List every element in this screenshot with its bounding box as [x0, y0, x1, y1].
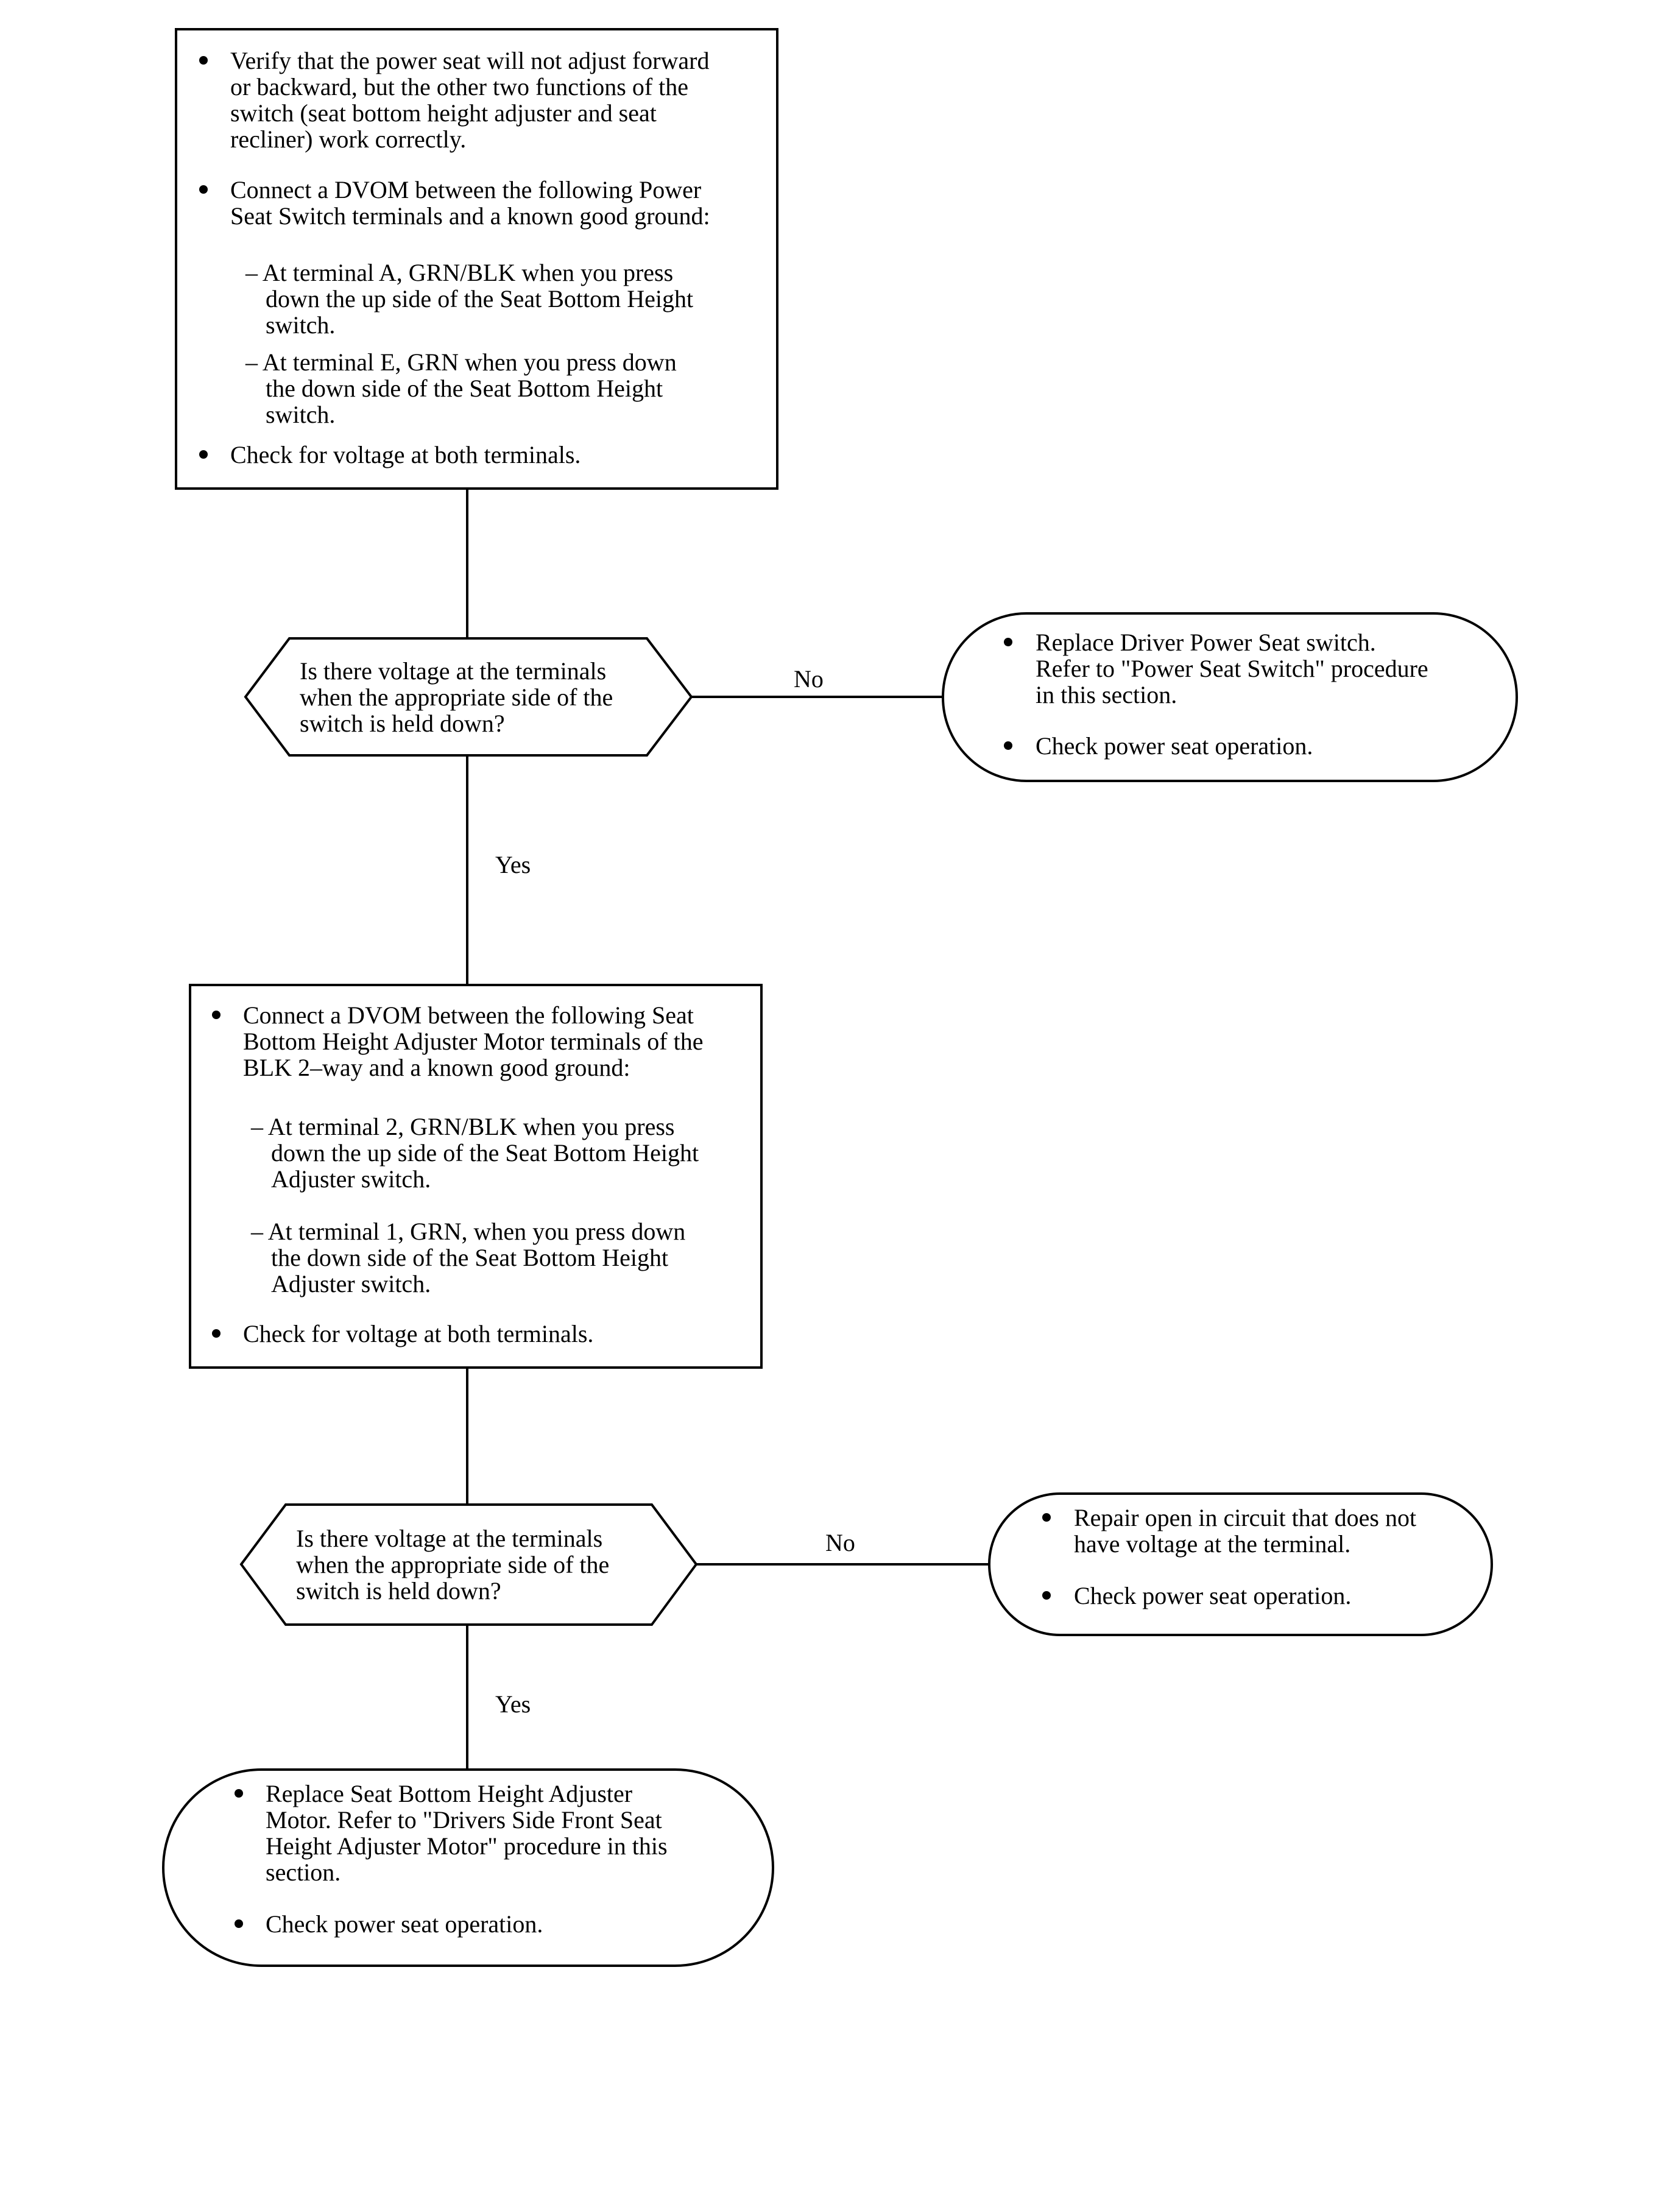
decision2-line3: switch is held down?: [296, 1577, 501, 1605]
decision1-hexagon: [244, 637, 693, 757]
connectors: [466, 489, 989, 1770]
step2-dash2-line1: – At terminal 1, GRN, when you press dow…: [250, 1218, 685, 1245]
step1-bullet2-line2: Seat Switch terminals and a known good g…: [230, 202, 710, 230]
result2-box: Repair open in circuit that does not hav…: [988, 1492, 1493, 1636]
bullet-icon: [212, 1329, 221, 1338]
step1-bullet1-line4: recliner) work correctly.: [230, 125, 466, 153]
step1-dash1-line3: switch.: [266, 311, 335, 339]
bullet-icon: [1004, 741, 1012, 750]
step1-dash2-line3: switch.: [266, 401, 335, 428]
bullet-icon: [1042, 1513, 1051, 1522]
step2-dash1-line1: – At terminal 2, GRN/BLK when you press: [250, 1113, 675, 1140]
step2-bullet2-line1: Check for voltage at both terminals.: [243, 1320, 593, 1347]
result2-box-frame: [988, 1492, 1493, 1636]
result2-bullet2-line1: Check power seat operation.: [1074, 1582, 1351, 1609]
step2-bullet1-line3: BLK 2–way and a known good ground:: [243, 1054, 630, 1081]
decision2: Is there voltage at the terminals when t…: [239, 1503, 698, 1626]
bullet-icon: [235, 1789, 243, 1798]
step2-box: Connect a DVOM between the following Sea…: [189, 984, 763, 1369]
step1-dash2-line2: the down side of the Seat Bottom Height: [266, 375, 663, 402]
result3-box-frame: [162, 1768, 774, 1967]
result1-bullet1-line3: in this section.: [1036, 681, 1177, 708]
decision2-yes-label: Yes: [495, 1690, 531, 1718]
result3-bullet1-line2: Motor. Refer to "Drivers Side Front Seat: [266, 1806, 662, 1834]
step1-bullet1-line2: or backward, but the other two functions…: [230, 73, 688, 101]
result3-bullet1-line1: Replace Seat Bottom Height Adjuster: [266, 1780, 632, 1807]
bullet-icon: [199, 450, 208, 459]
decision2-line1: Is there voltage at the terminals: [296, 1525, 602, 1552]
result1-box: Replace Driver Power Seat switch. Refer …: [942, 612, 1518, 782]
bullet-icon: [199, 185, 208, 194]
step2-dash2-line2: the down side of the Seat Bottom Height: [271, 1244, 668, 1271]
step2-dash2-line3: Adjuster switch.: [271, 1270, 431, 1297]
step1-bullet1-line3: switch (seat bottom height adjuster and …: [230, 99, 657, 127]
decision2-line2: when the appropriate side of the: [296, 1551, 609, 1578]
result3-box: Replace Seat Bottom Height Adjuster Moto…: [162, 1768, 774, 1967]
result3-bullet1-line4: section.: [266, 1859, 341, 1886]
result3-bullet1-line3: Height Adjuster Motor" procedure in this: [266, 1832, 668, 1860]
decision1-line3: switch is held down?: [300, 710, 505, 737]
bullet-icon: [212, 1011, 221, 1019]
step1-dash1-line1: – At terminal A, GRN/BLK when you press: [245, 259, 673, 286]
step1-bullet3-line1: Check for voltage at both terminals.: [230, 441, 581, 468]
decision2-no-label: No: [825, 1529, 855, 1556]
step1-bullet2-line1: Connect a DVOM between the following Pow…: [230, 176, 701, 203]
bullet-icon: [235, 1919, 243, 1928]
result2-bullet1-line1: Repair open in circuit that does not: [1074, 1504, 1416, 1531]
step1-box-frame: [175, 28, 778, 490]
step2-bullet1-line1: Connect a DVOM between the following Sea…: [243, 1001, 694, 1029]
step2-box-frame: [189, 984, 763, 1369]
bullet-icon: [199, 56, 208, 65]
bullet-icon: [1042, 1591, 1051, 1600]
result3-bullet2-line1: Check power seat operation.: [266, 1910, 543, 1938]
step2-dash1-line2: down the up side of the Seat Bottom Heig…: [271, 1139, 699, 1167]
result1-bullet1-line1: Replace Driver Power Seat switch.: [1036, 629, 1376, 656]
result1-box-frame: [942, 612, 1518, 782]
decision1-line2: when the appropriate side of the: [300, 683, 613, 711]
step1-dash2-line1: – At terminal E, GRN when you press down: [245, 348, 677, 376]
step1-dash1-line2: down the up side of the Seat Bottom Heig…: [266, 285, 693, 312]
result1-bullet2-line1: Check power seat operation.: [1036, 732, 1313, 760]
decision2-hexagon: [239, 1503, 698, 1626]
step2-dash1-line3: Adjuster switch.: [271, 1165, 431, 1193]
decision1-line1: Is there voltage at the terminals: [300, 657, 606, 685]
decision1: Is there voltage at the terminals when t…: [244, 637, 693, 757]
result1-bullet1-line2: Refer to "Power Seat Switch" procedure: [1036, 655, 1428, 682]
bullet-icon: [1004, 638, 1012, 646]
step2-bullet1-line2: Bottom Height Adjuster Motor terminals o…: [243, 1028, 703, 1055]
step1-bullet1-line1: Verify that the power seat will not adju…: [230, 47, 709, 74]
step1-box: Verify that the power seat will not adju…: [175, 28, 778, 490]
decision1-yes-label: Yes: [495, 851, 531, 878]
result2-bullet1-line2: have voltage at the terminal.: [1074, 1530, 1350, 1558]
decision1-no-label: No: [794, 665, 824, 693]
